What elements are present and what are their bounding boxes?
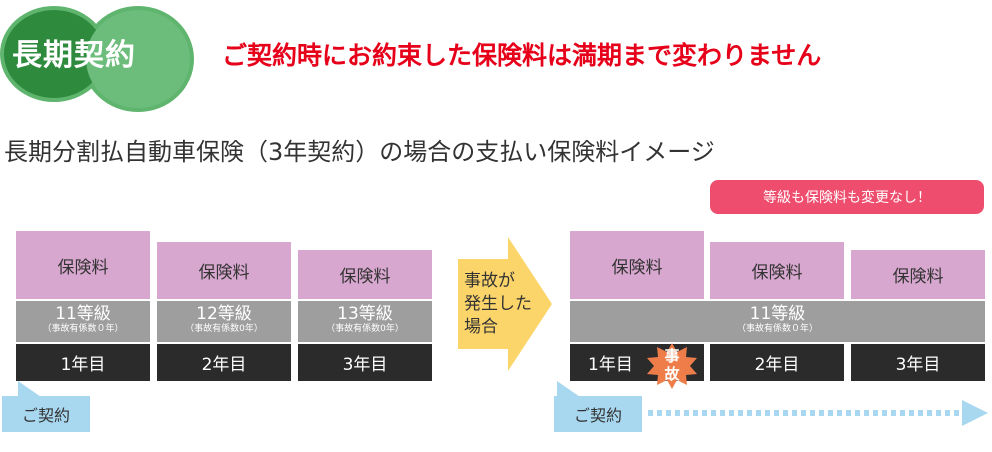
headline: ご契約時にお約束した保険料は満期まで変わりません bbox=[222, 41, 822, 70]
premium-block: 保険料 bbox=[570, 231, 704, 299]
grade-label: 12等級 bbox=[196, 304, 252, 324]
grade-block: 11等級 （事故有係数０年） bbox=[16, 301, 150, 342]
arrow-text-line: 事故が bbox=[464, 271, 515, 291]
grade-block: 12等級 （事故有係数0年） bbox=[157, 301, 291, 342]
year-block: 2年目 bbox=[710, 344, 844, 381]
accident-badge-label: 事故 bbox=[664, 347, 680, 383]
premium-block: 保険料 bbox=[16, 231, 150, 299]
continuation-arrow bbox=[648, 400, 988, 426]
grade-block-wide: 11等級 （事故有係数０年） bbox=[570, 301, 985, 342]
year-block: 3年目 bbox=[851, 344, 985, 381]
subtitle: 長期分割払自動車保険（3年契約）の場合の支払い保険料イメージ bbox=[4, 138, 715, 166]
contract-pointer bbox=[18, 381, 44, 399]
premium-block: 保険料 bbox=[710, 242, 844, 299]
arrow-text-line: 発生した bbox=[464, 294, 532, 314]
logo-circle-right-inner bbox=[86, 10, 190, 108]
year-block: 3年目 bbox=[298, 344, 432, 381]
grade-note: （事故有係数0年） bbox=[185, 324, 263, 334]
accident-burst-icon bbox=[647, 343, 697, 389]
grade-note: （事故有係数0年） bbox=[326, 324, 404, 334]
grade-label: 13等級 bbox=[337, 304, 393, 324]
grade-note: （事故有係数０年） bbox=[736, 324, 818, 334]
logo-text: 長期契約 bbox=[12, 38, 136, 73]
year-block: 2年目 bbox=[157, 344, 291, 381]
contract-pointer bbox=[557, 381, 583, 399]
arrow-text-line: 場合 bbox=[464, 317, 498, 337]
year-label: 1年目 bbox=[588, 355, 633, 375]
contract-label: ご契約 bbox=[554, 396, 642, 432]
premium-block: 保険料 bbox=[298, 250, 432, 299]
accident-arrow bbox=[458, 237, 552, 371]
no-change-note: 等級も保険料も変更なし！ bbox=[710, 180, 984, 214]
grade-label: 11等級 bbox=[749, 304, 806, 324]
year-block: 1年目 bbox=[16, 344, 150, 381]
premium-block: 保険料 bbox=[851, 250, 985, 299]
premium-block: 保険料 bbox=[157, 242, 291, 299]
grade-note: （事故有係数０年） bbox=[42, 324, 124, 334]
grade-block: 13等級 （事故有係数0年） bbox=[298, 301, 432, 342]
arrow-text: 事故が 発生した 場合 bbox=[464, 270, 532, 339]
contract-label: ご契約 bbox=[2, 396, 90, 432]
grade-label: 11等級 bbox=[55, 304, 111, 324]
